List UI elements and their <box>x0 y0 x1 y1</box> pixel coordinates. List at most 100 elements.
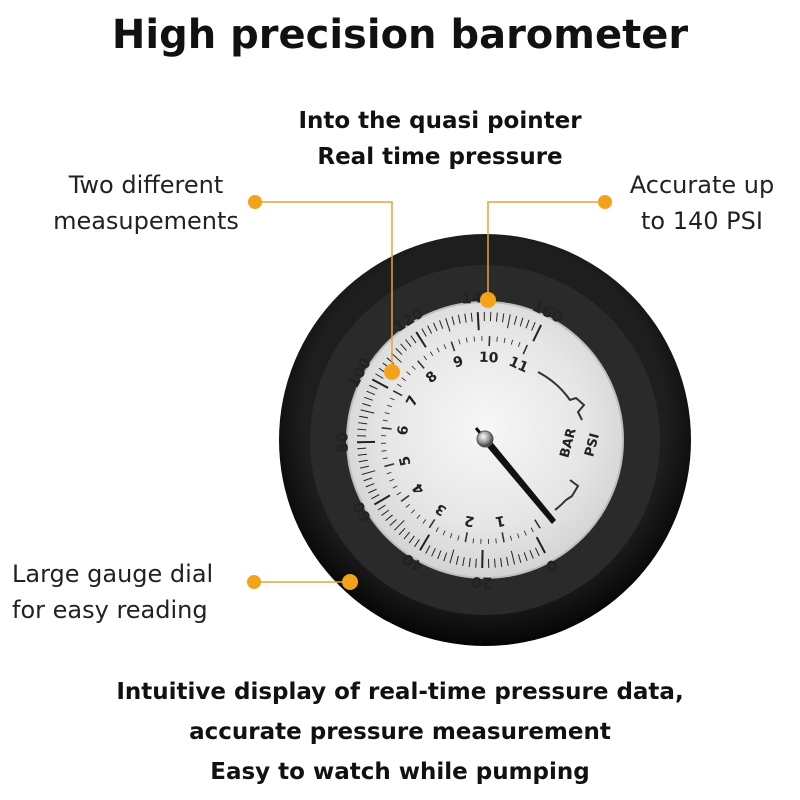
psi-tick <box>360 409 375 414</box>
bar-tick <box>411 365 416 370</box>
psi-tick <box>523 552 528 562</box>
psi-tick <box>470 312 473 322</box>
psi-tick <box>398 527 406 536</box>
orange-dot-icon <box>247 575 261 589</box>
leader-line-two-measurements <box>255 201 393 372</box>
psi-tick <box>375 373 384 379</box>
orange-dot-icon <box>248 195 262 209</box>
gauge-needle <box>482 437 556 524</box>
bar-tick <box>384 412 390 415</box>
psi-tick <box>415 331 427 348</box>
gauge-needle-hub <box>476 430 494 448</box>
psi-tick <box>475 558 477 568</box>
psi-tick <box>425 545 431 554</box>
psi-tick <box>390 352 402 363</box>
bottom-caption-line1: Intuitive display of real-time pressure … <box>116 679 684 705</box>
callout-line2: for easy reading <box>12 596 208 624</box>
bar-tick <box>406 371 411 376</box>
psi-tick <box>414 539 420 548</box>
psi-tick <box>468 558 471 568</box>
callout-large-dial: Large gauge dial for easy reading <box>12 556 242 628</box>
top-caption: Into the quasi pointer Real time pressur… <box>0 103 800 175</box>
psi-tick <box>371 378 389 389</box>
psi-tick <box>445 318 451 332</box>
bar-tick <box>401 377 406 382</box>
psi-tick <box>457 314 461 324</box>
callout-line1: Accurate up <box>629 171 775 199</box>
psi-tick <box>365 483 375 488</box>
bottom-caption-line2: accurate pressure measurement <box>189 719 611 745</box>
callout-line2: to 140 PSI <box>641 207 763 235</box>
psi-tick <box>534 547 540 557</box>
scale-bracket-line <box>537 371 586 511</box>
bar-tick <box>443 344 447 350</box>
psi-tick <box>427 325 433 334</box>
bar-scale-label: 5 <box>397 454 415 467</box>
psi-tick <box>408 535 415 544</box>
psi-tick <box>371 494 380 500</box>
psi-tick <box>358 422 368 425</box>
psi-tick <box>500 557 503 567</box>
psi-tick <box>410 335 417 344</box>
bottom-caption: Intuitive display of real-time pressure … <box>0 672 800 792</box>
psi-tick <box>389 519 397 526</box>
psi-tick <box>506 314 511 329</box>
bar-tick <box>457 535 460 541</box>
callout-accuracy: Accurate up to 140 PSI <box>617 167 787 239</box>
psi-tick <box>395 347 403 356</box>
psi-tick <box>433 322 438 332</box>
bar-tick <box>416 514 421 519</box>
psi-tick <box>439 320 444 329</box>
psi-tick <box>419 534 431 551</box>
psi-tick <box>385 514 393 521</box>
psi-tick <box>449 549 455 564</box>
orange-dot-icon <box>384 364 400 380</box>
bar-tick <box>384 463 395 468</box>
callout-line1: Large gauge dial <box>12 560 214 588</box>
bar-tick <box>436 347 440 353</box>
psi-tick <box>364 396 373 401</box>
bar-tick <box>396 491 402 496</box>
bar-tick <box>381 427 392 430</box>
psi-tick <box>357 453 367 456</box>
bar-tick-marks <box>381 336 541 544</box>
psi-tick <box>405 339 412 347</box>
psi-tick <box>517 554 522 563</box>
psi-tick <box>400 343 407 351</box>
orange-dot-icon <box>342 574 358 590</box>
psi-tick <box>381 509 390 516</box>
callout-line2: measupements <box>53 207 239 235</box>
bar-tick <box>405 503 410 508</box>
orange-dot-icon <box>480 292 496 308</box>
bar-tick <box>382 457 388 460</box>
psi-scale-label: 20 <box>471 573 492 591</box>
bar-tick <box>400 494 410 503</box>
bar-tick <box>450 341 456 352</box>
psi-tick <box>393 520 405 531</box>
psi-tick <box>501 313 505 323</box>
psi-tick <box>529 550 534 559</box>
psi-tick <box>495 312 498 322</box>
psi-tick <box>506 556 509 566</box>
psi-tick <box>525 319 530 329</box>
psi-tick <box>373 494 391 506</box>
bar-scale-label: 2 <box>463 512 476 530</box>
psi-tick <box>357 447 367 450</box>
bar-tick <box>428 518 436 529</box>
bar-tick <box>517 533 520 539</box>
psi-tick <box>462 557 465 567</box>
unit-psi-label: PSI <box>582 432 603 459</box>
bar-tick <box>495 538 497 544</box>
psi-tick <box>403 531 411 540</box>
bar-tick <box>386 404 392 408</box>
bar-tick <box>386 471 392 475</box>
psi-tick <box>377 504 386 511</box>
bar-tick <box>422 519 427 524</box>
psi-tick <box>358 459 368 463</box>
bar-tick <box>465 337 468 343</box>
psi-tick <box>494 558 496 568</box>
bar-scale-label: 10 <box>479 350 499 367</box>
bar-tick <box>530 527 534 533</box>
bar-tick <box>503 337 506 343</box>
psi-tick <box>437 550 442 560</box>
